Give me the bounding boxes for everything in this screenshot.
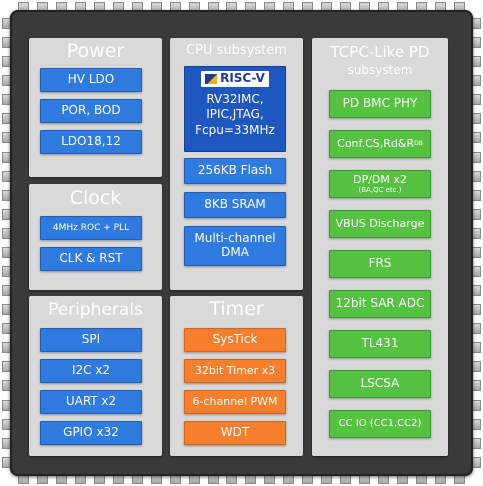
clock-item-roc-pll: 4MHz ROC + PLL [40, 216, 142, 240]
cpu-item-sram: 8KB SRAM [184, 192, 286, 218]
cpu-core-line-2: IPIC,JTAG, [206, 107, 264, 122]
pd-conf-main: Conf.CS,Rd&R [337, 136, 415, 150]
cpu-core-box: RISC-V RV32IMC, IPIC,JTAG, Fcpu=33MHz [184, 66, 286, 152]
power-title: Power [66, 40, 125, 62]
peripherals-item-spi: SPI [40, 328, 142, 352]
cpu-dma-line-1: Multi-channel [194, 231, 276, 246]
pd-subtitle: subsystem [347, 63, 413, 77]
cpu-item-flash: 256KB Flash [184, 158, 286, 184]
pd-item-cc-io: CC IO (CC1,CC2) [329, 410, 431, 438]
power-item-por-bod: POR, BOD [40, 99, 142, 123]
pd-dpdm-main: DP/DM x2 [353, 172, 407, 186]
pd-item-bmc-phy: PD BMC PHY [329, 90, 431, 118]
power-block: Power HV LDO POR, BOD LDO18,12 [29, 38, 162, 177]
chip-package: Power HV LDO POR, BOD LDO18,12 Clock 4MH… [10, 10, 473, 476]
riscv-mark-icon [205, 73, 218, 84]
clock-block: Clock 4MHz ROC + PLL CLK & RST [29, 184, 162, 290]
pd-item-dp-dm: DP/DM x2 (BA,QC etc.) [329, 170, 431, 198]
cpu-dma-line-2: DMA [221, 245, 249, 259]
clock-item-clk-rst: CLK & RST [40, 247, 142, 271]
pd-conf-sub: DB [414, 139, 423, 147]
timer-item-32bit: 32bit Timer x3 [184, 359, 286, 383]
peripherals-item-i2c: I2C x2 [40, 359, 142, 383]
cpu-item-dma: Multi-channel DMA [184, 226, 286, 266]
pd-item-vbus-discharge: VBUS Discharge [329, 210, 431, 238]
pd-item-sar-adc: 12bit SAR ADC [329, 290, 431, 318]
pd-block: TCPC-Like PD subsystem PD BMC PHY Conf.C… [312, 38, 448, 456]
cpu-block: CPU subsystem RISC-V RV32IMC, IPIC,JTAG,… [170, 38, 303, 290]
peripherals-item-gpio: GPIO x32 [40, 421, 142, 445]
clock-title: Clock [69, 187, 122, 209]
timer-title: Timer [209, 298, 264, 320]
peripherals-title: Peripherals [48, 300, 143, 320]
timer-block: Timer SysTick 32bit Timer x3 6-channel P… [170, 296, 303, 456]
peripherals-block: Peripherals SPI I2C x2 UART x2 GPIO x32 [29, 296, 162, 456]
cpu-title: CPU subsystem [186, 43, 287, 58]
pd-dpdm-sub: (BA,QC etc.) [358, 186, 402, 195]
timer-item-systick: SysTick [184, 328, 286, 352]
pd-item-tl431: TL431 [329, 330, 431, 358]
timer-item-pwm: 6-channel PWM [184, 390, 286, 414]
peripherals-item-uart: UART x2 [40, 390, 142, 414]
pd-item-lscsa: LSCSA [329, 370, 431, 398]
power-item-ldo18: LDO18,12 [40, 130, 142, 154]
pd-item-frs: FRS [329, 250, 431, 278]
riscv-logo: RISC-V [201, 71, 269, 87]
cpu-core-line-3: Fcpu=33MHz [195, 122, 275, 137]
timer-item-wdt: WDT [184, 421, 286, 445]
power-item-hv-ldo: HV LDO [40, 68, 142, 92]
cpu-core-line-1: RV32IMC, [206, 91, 264, 106]
pd-title: TCPC-Like PD [330, 43, 430, 61]
chip-pins-bottom [18, 472, 465, 484]
riscv-logo-text: RISC-V [220, 71, 265, 85]
